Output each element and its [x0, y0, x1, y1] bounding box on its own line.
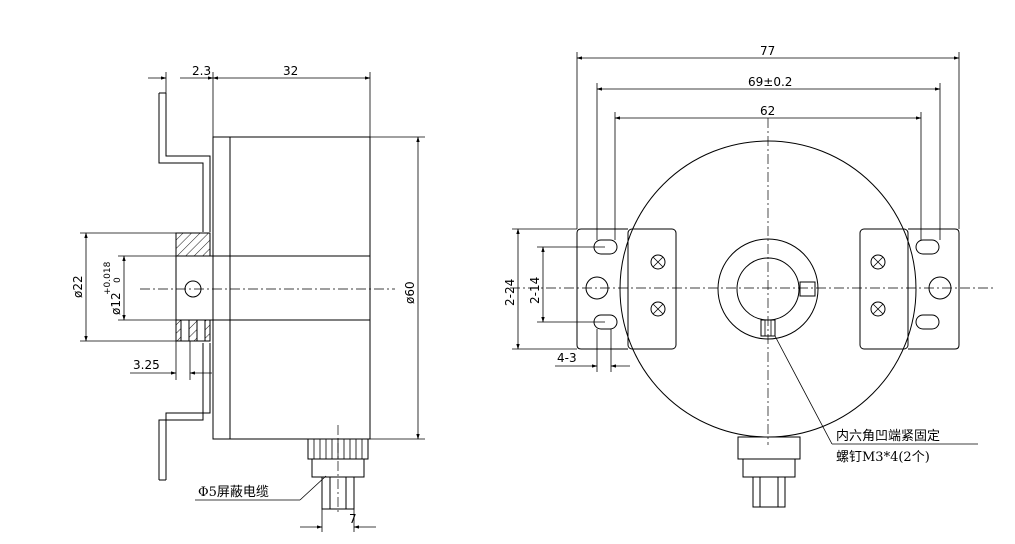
dim-body-diameter: ø60: [403, 281, 417, 304]
side-view: 2.3 32 ø22 ø12 +0.018 0 ø60: [71, 64, 425, 532]
dim-bore-diameter: ø22: [71, 275, 85, 298]
note-line-1: 内六角凹端紧固定: [836, 428, 940, 444]
dim-cable-offset: 7: [349, 512, 357, 526]
dim-top-lengths: [148, 72, 371, 137]
front-cable-gland: [737, 436, 801, 508]
dim-slot-height: 2-24: [503, 279, 517, 306]
dim-shaft: [118, 255, 176, 321]
dim-slot-width: 4-3: [557, 351, 577, 365]
shaft-bore: [140, 232, 395, 342]
dim-collar-value: 3.25: [133, 358, 160, 372]
dim-shaft-diameter: ø12: [109, 292, 123, 315]
dim-hole-height: 2-14: [528, 277, 542, 304]
dim-body-length: 32: [283, 64, 298, 78]
dim-shaft-tol-lower: 0: [113, 277, 123, 283]
dim-hole-height-lines: [537, 246, 605, 323]
cable-label: Φ5屏蔽电缆: [198, 484, 269, 500]
cable-gland: [307, 425, 369, 515]
screw-icon: [870, 301, 886, 317]
dim-collar: [130, 341, 212, 380]
cable-leader: [195, 475, 327, 501]
dim-slot-pitch-lines: [596, 83, 941, 240]
dim-hole-pitch: 62: [760, 104, 775, 118]
left-flange: [576, 228, 677, 350]
note-leader: [774, 335, 978, 445]
screw-icon: [650, 301, 666, 317]
dim-slot-pitch: 69±0.2: [748, 75, 792, 89]
dim-flange-thickness: 2.3: [192, 64, 211, 78]
screw-icon: [870, 254, 886, 270]
right-flange: [859, 228, 960, 350]
dim-hole-pitch-lines: [614, 112, 922, 240]
dim-slot-height-lines: [512, 228, 577, 350]
dim-overall-width: 77: [760, 44, 775, 58]
front-view: 77 69±0.2 62 2-24 2-14: [503, 44, 995, 508]
mounting-bracket: [158, 92, 211, 481]
dim-slot-width-lines: [555, 329, 630, 372]
dim-overall: [576, 52, 960, 229]
dim-cable: [300, 509, 376, 532]
encoder-body: [212, 136, 371, 440]
dim-shaft-tol-upper: +0.018: [103, 261, 113, 295]
dim-bore: [80, 232, 176, 342]
screw-icon: [650, 254, 666, 270]
dim-body: [370, 136, 425, 440]
note-line-2: 螺钉M3*4(2个): [836, 450, 930, 465]
